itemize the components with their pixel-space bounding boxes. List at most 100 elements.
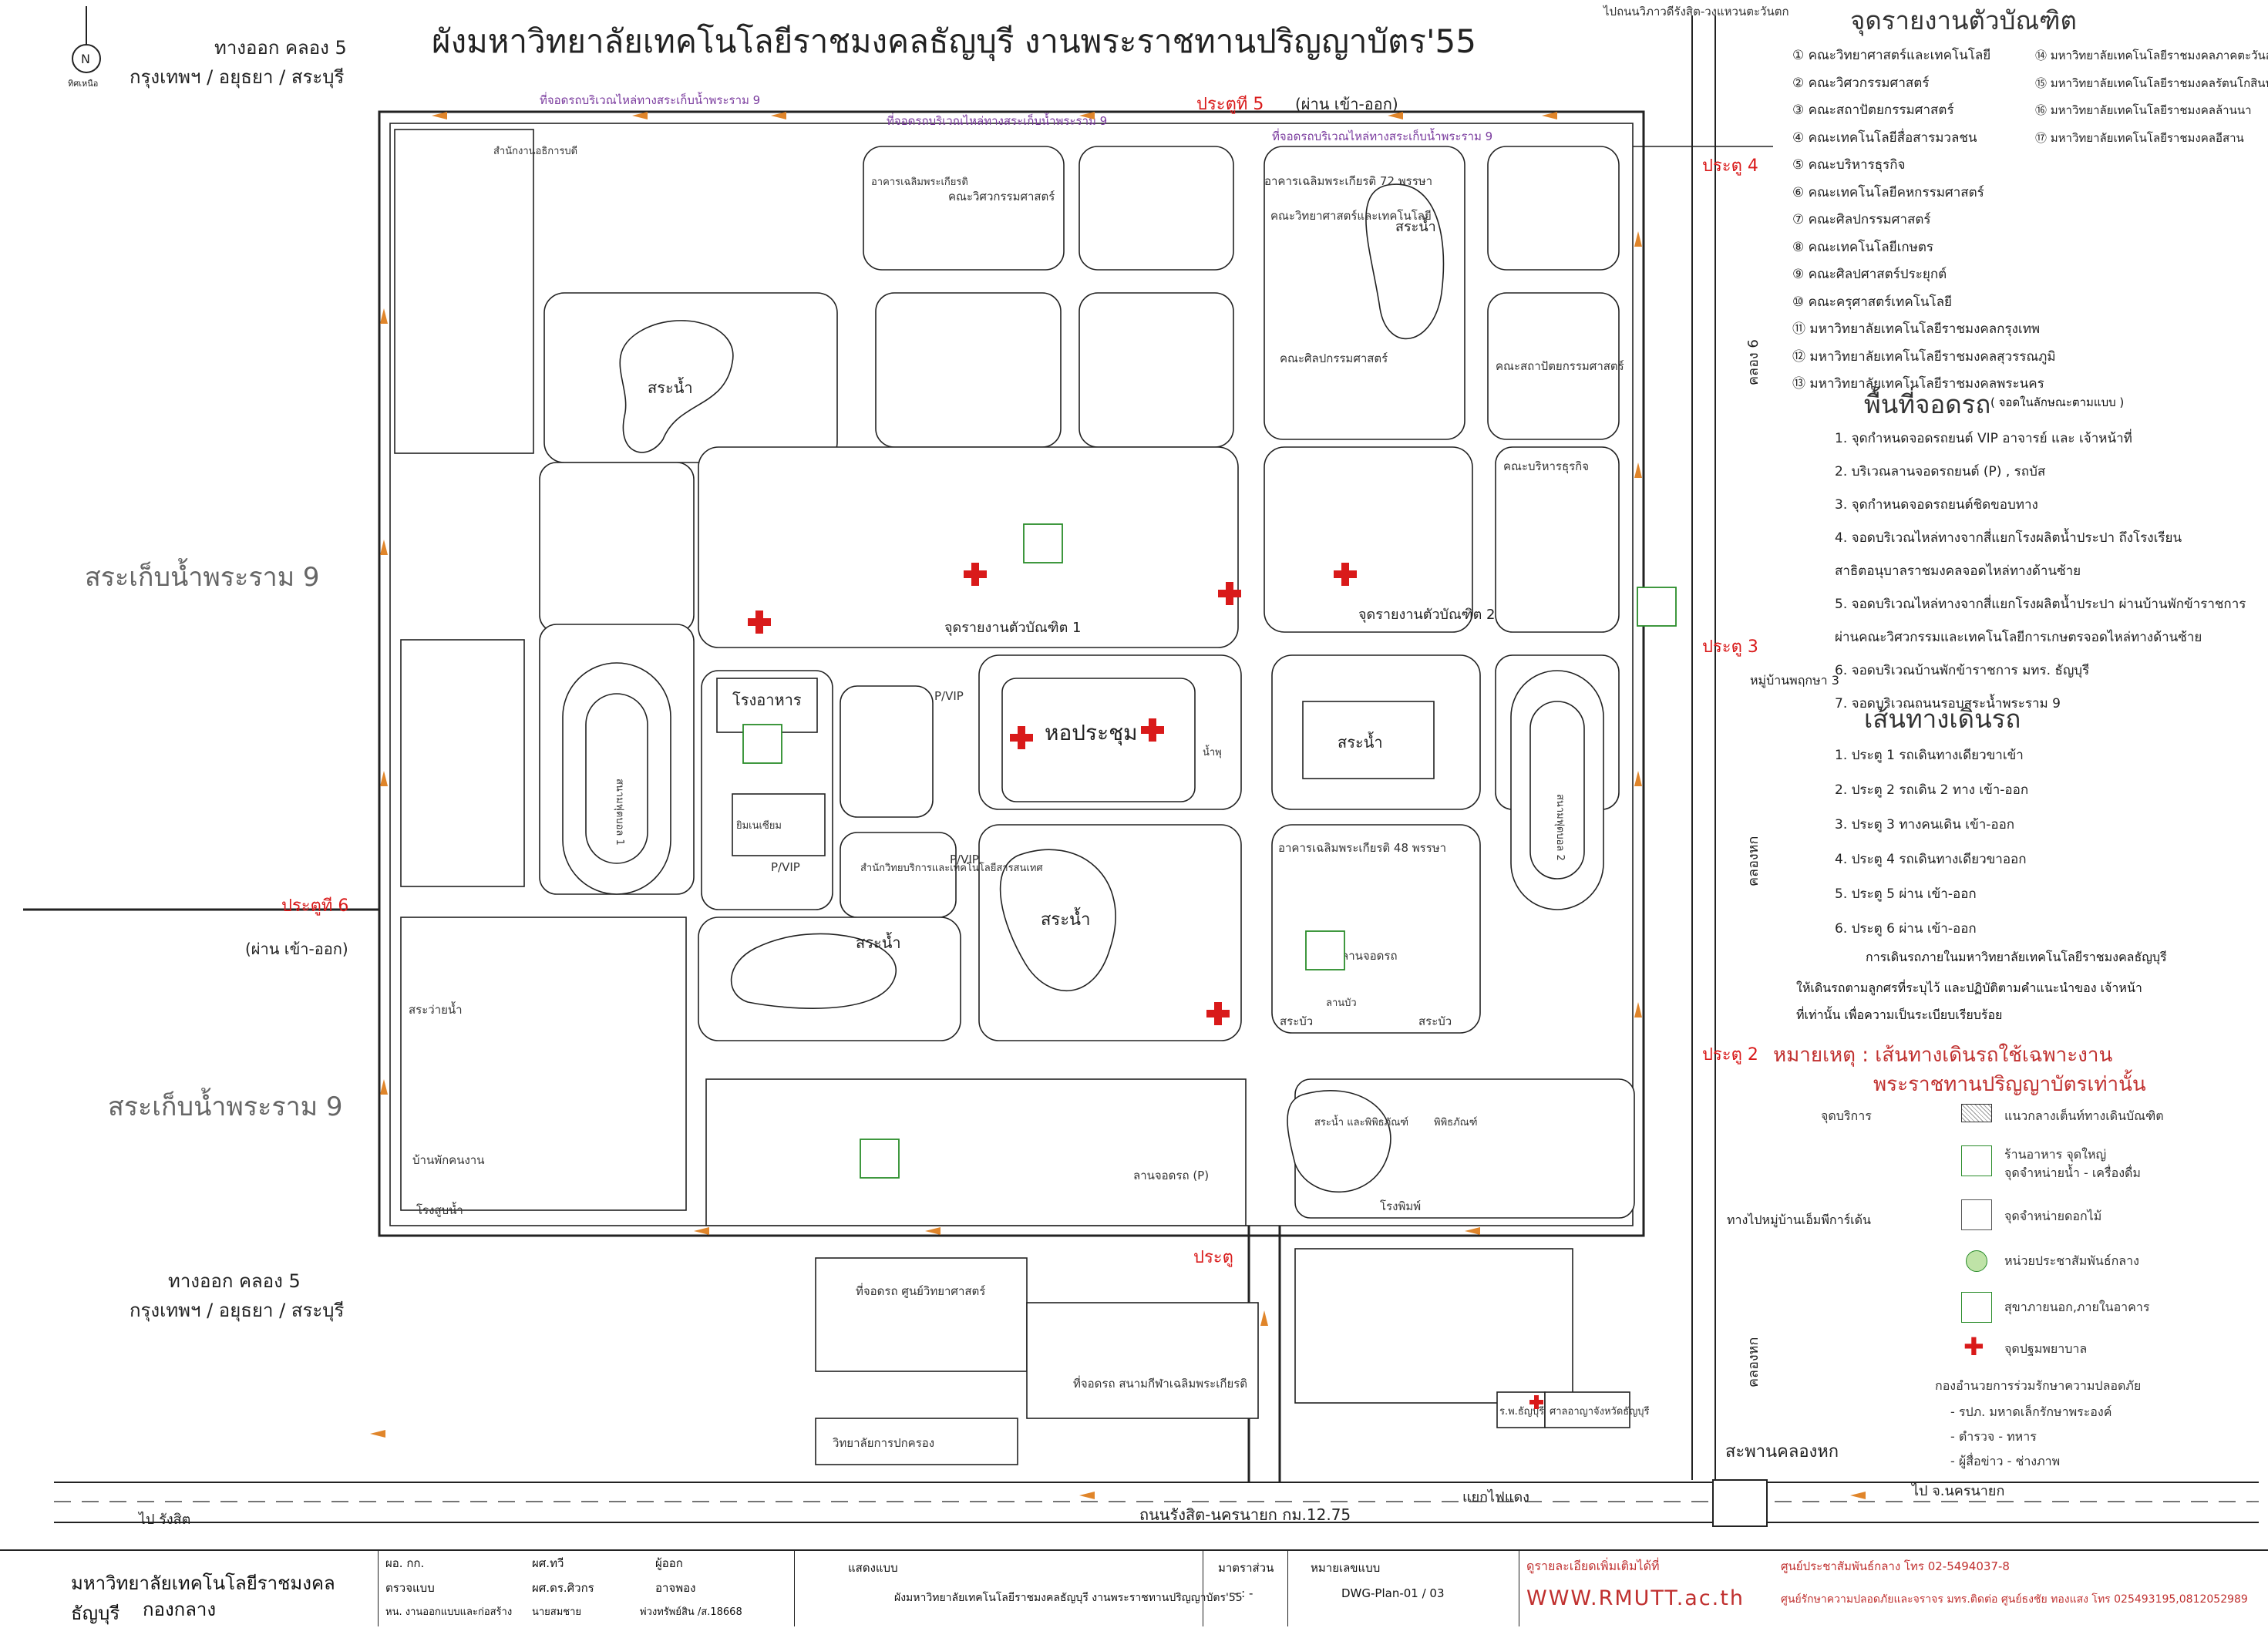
- security-1: กองอำนวยการร่วมรักษาความปลอดภัย: [1935, 1378, 2142, 1393]
- faculty-item: ⑥ คณะเทคโนโลยีคหกรรมศาสตร์: [1792, 184, 1984, 200]
- reporting-point-1: จุดรายงานตัวบัณฑิต 1: [944, 620, 1082, 636]
- legend-parking-note: ( จอดในลักษณะตามแบบ ): [1990, 395, 2125, 409]
- faculty-item: ⑧ คณะเทคโนโลยีเกษตร: [1792, 239, 1934, 255]
- label-drainage: โรงสูบน้ำ: [416, 1202, 463, 1217]
- north-label: ทิศเหนือ: [68, 79, 98, 89]
- road-main-label: ถนนรังสิต-นครนายก กม.12.75: [1139, 1505, 1351, 1524]
- canteen-label: โรงอาหาร: [732, 691, 802, 709]
- pond-label-2: สระน้ำ: [1395, 217, 1436, 235]
- gym-label: ยิมเนเซียม: [736, 819, 782, 832]
- footer-scale-lbl: มาตราส่วน: [1218, 1561, 1274, 1575]
- faculty-item: ⑫ มหาวิทยาลัยเทคโนโลยีราชมงคลสุวรรณภูมิ: [1792, 348, 2056, 365]
- routes-note-3: ที่เท่านั้น เพื่อความเป็นระเบียบเรียบร้อ…: [1796, 1007, 2003, 1022]
- footer-r2a: ตรวจแบบ: [385, 1581, 435, 1595]
- service-item: จุดปฐมพยาบาล: [2004, 1341, 2088, 1356]
- security-2: - รปภ. มหาดเล็กรักษาพระองค์: [1950, 1404, 2112, 1419]
- faculty-item: ⑩ คณะครุศาสตร์เทคโนโลยี: [1792, 294, 1952, 310]
- legend-panel: จุดรายงานตัวบัณฑิต ① คณะวิทยาศาสตร์และเท…: [1773, 0, 2268, 1542]
- restaurant-icon: [860, 1139, 900, 1179]
- service-heading: จุดบริการ: [1821, 1108, 1872, 1123]
- perimeter-parking-2: ที่จอดรถบริเวณไหล่ทางสระเก็บน้ำพระราม 9: [887, 113, 1107, 128]
- stadium-2: สนามฟุตบอล 2: [1510, 670, 1604, 910]
- security-3: - ตำรวจ - ทหาร: [1950, 1429, 2037, 1444]
- bridge-label: สะพานคลองหก: [1725, 1442, 1839, 1462]
- reservoir-label-bottom: สระเก็บน้ำพระราม 9: [108, 1088, 343, 1122]
- label-outdoor: ลานบัว: [1326, 997, 1357, 1009]
- route-item: 2. ประตู 2 รถเดิน 2 ทาง เข้า-ออก: [1835, 782, 2029, 798]
- tent-walkway-icon: [1961, 1104, 1992, 1122]
- perimeter-roads: [23, 15, 2259, 1527]
- footer-sheet: DWG-Plan-01 / 03: [1341, 1586, 1445, 1600]
- label-fine-arts: คณะศิลปกรรมศาสตร์: [1280, 352, 1388, 365]
- info-center-icon: [1966, 1250, 1987, 1272]
- footer-url[interactable]: WWW.RMUTT.ac.th: [1526, 1586, 1745, 1610]
- footer-r3b: นายสมชาย: [532, 1606, 582, 1618]
- remark-1: หมายเหตุ : เส้นทางเดินรถใช้เฉพาะงาน: [1773, 1044, 2113, 1067]
- footer-org: มหาวิทยาลัยเทคโนโลยีราชมงคลธัญบุรี: [71, 1572, 335, 1624]
- restaurant-icon: [1961, 1145, 1992, 1176]
- legend-parking-list: 1. จุดกำหนดจอดรถยนต์ VIP อาจารย์ และ เจ้…: [1835, 422, 2246, 721]
- first-aid-icon: [1218, 582, 1241, 605]
- footer-contact-lbl: ดูรายละเอียดเพิ่มเติมได้ที่: [1526, 1559, 1660, 1573]
- service-item: สุขาภายนอก,ภายในอาคาร: [2004, 1300, 2150, 1314]
- footer-contact-1: ศูนย์ประชาสัมพันธ์กลาง โทร 02-5494037-8: [1781, 1559, 2010, 1573]
- first-aid-icon: ✚: [1963, 1332, 1984, 1361]
- gate-3-label: ประตู 3: [1702, 637, 1758, 657]
- faculty-item: ① คณะวิทยาศาสตร์และเทคโนโลยี: [1792, 48, 1991, 63]
- gate-labels: ประตูที 5 (ผ่าน เข้า-ออก) ประตู 4 ประตู …: [245, 95, 1758, 1267]
- map-title: ผังมหาวิทยาลัยเทคโนโลยีราชมงคลธัญบุรี งา…: [432, 22, 1476, 62]
- footer-org2: กองกลาง: [143, 1599, 217, 1620]
- convocation-hall: หอประชุม: [1001, 678, 1196, 802]
- label-engineering: คณะวิศวกรรมศาสตร์: [948, 190, 1055, 204]
- exit-top-left-2: กรุงเทพฯ / อยุธยา / สระบุรี: [130, 66, 344, 89]
- label-parking-area: ลานจอดรถ: [1341, 949, 1398, 963]
- gate-6-note: (ผ่าน เข้า-ออก): [245, 940, 348, 958]
- faculty-item: ⑬ มหาวิทยาลัยเทคโนโลยีราชมงคลพระนคร: [1792, 376, 2044, 392]
- restroom-icon: [1961, 1292, 1992, 1323]
- pond-label-4: สระน้ำ: [1041, 907, 1090, 930]
- label-pool-2: สระบัว: [1418, 1014, 1452, 1028]
- traffic-light-label: แยกไฟแดง: [1462, 1488, 1529, 1505]
- footer-r1a: ผอ. กก.: [385, 1556, 425, 1570]
- parking-item: สาธิตอนุบาลราชมงคลจอดไหล่ทางด้านซ้าย: [1835, 563, 2081, 579]
- parking-item: 4. จอดบริเวณไหล่ทางจากสี่แยกโรงผลิตน้ำปร…: [1835, 530, 2182, 546]
- faculty-item: ⑤ คณะบริหารธุรกิจ: [1792, 157, 1906, 173]
- routes-note-2: ให้เดินรถตามลูกศรที่ระบุไว้ และปฏิบัติตา…: [1796, 980, 2142, 995]
- building-labels: คณะวิทยาศาสตร์และเทคโนโลยี คณะศิลปกรรมศา…: [409, 145, 1650, 1450]
- road-to-nakhonnayok: ไป จ.นครนายก: [1910, 1482, 2004, 1499]
- canal-hok-label-1: คลองหก: [1745, 836, 1762, 886]
- route-item: 1. ประตู 1 รถเดินทางเดียวขาเข้า: [1835, 748, 2024, 763]
- label-parking-park: ที่จอดรถ สนามกีฬาเฉลิมพระเกียรติ: [1073, 1375, 1247, 1391]
- title-block-contact: ดูรายละเอียดเพิ่มเติมได้ที่ WWW.RMUTT.ac…: [1519, 1551, 2266, 1626]
- label-pool-1: สระบัว: [1280, 1014, 1313, 1028]
- routes-note-1: การเดินรถภายในมหาวิทยาลัยเทคโนโลยีราชมงค…: [1866, 950, 2167, 964]
- parking-item: 5. จอดบริเวณไหล่ทางจากสี่แยกโรงผลิตน้ำปร…: [1835, 597, 2246, 612]
- footer-drawing-title: ผังมหาวิทยาลัยเทคโนโลยีราชมงคลธัญบุรี งา…: [894, 1592, 1243, 1604]
- label-hall-top: อาคารเฉลิมพระเกียรติ: [871, 176, 968, 188]
- label-arch-48: อาคารเฉลิมพระเกียรติ 48 พรรษา: [1278, 841, 1446, 855]
- label-hexagon: สระว่ายน้ำ: [409, 1001, 463, 1017]
- legend-routes-heading: เส้นทางเดินรถ: [1864, 704, 2021, 734]
- stadium-1: สนามฟุตบอล 1: [562, 662, 671, 895]
- legend-parking-heading: พื้นที่จอดรถ: [1864, 389, 1991, 419]
- parking-item: ผ่านคณะวิศวกรรมและเทคโนโลยีการเกษตรจอดไห…: [1835, 630, 2202, 645]
- legend-faculty-list: ① คณะวิทยาศาสตร์และเทคโนโลยี ② คณะวิศวกร…: [1792, 42, 2056, 399]
- title-block-drawing: แสดงแบบ ผังมหาวิทยาลัยเทคโนโลยีราชมงคลธั…: [794, 1551, 1243, 1626]
- parking-item: 6. จอดบริเวณบ้านพักข้าราชการ มทร. ธัญบุร…: [1835, 663, 2090, 678]
- top-right-road-label: ไปถนนวิภาวดีรังสิต-วงแหวนตะวันตก: [1603, 5, 1789, 18]
- restaurant-icon: [1637, 587, 1677, 627]
- label-hospital: ร.พ.ธัญบุรี: [1499, 1405, 1544, 1418]
- footer-sheet-lbl: หมายเลขแบบ: [1311, 1561, 1381, 1575]
- label-dorm: บ้านพักคนงาน: [412, 1153, 484, 1167]
- faculty-item: ⑨ คณะศิลปศาสตร์ประยุกต์: [1792, 267, 1947, 282]
- perimeter-parking-3: ที่จอดรถบริเวณไหล่ทางสระเก็บน้ำพระราม 9: [1272, 128, 1492, 143]
- label-press: โรงพิมพ์: [1380, 1199, 1421, 1213]
- footer-contact-2: ศูนย์รักษาความปลอดภัยและจราจร มทร.ติดต่อ…: [1781, 1593, 2248, 1606]
- faculty-item: ③ คณะสถาปัตยกรรมศาสตร์: [1792, 103, 1954, 118]
- first-aid-icon: [964, 563, 987, 586]
- first-aid-icons: [748, 563, 1543, 1409]
- route-item: 5. ประตู 5 ผ่าน เข้า-ออก: [1835, 886, 1977, 902]
- footer-r3c: พ่วงทรัพย์สิน /ส.18668: [640, 1606, 742, 1618]
- exit-top-left-1: ทางออก คลอง 5: [214, 37, 347, 59]
